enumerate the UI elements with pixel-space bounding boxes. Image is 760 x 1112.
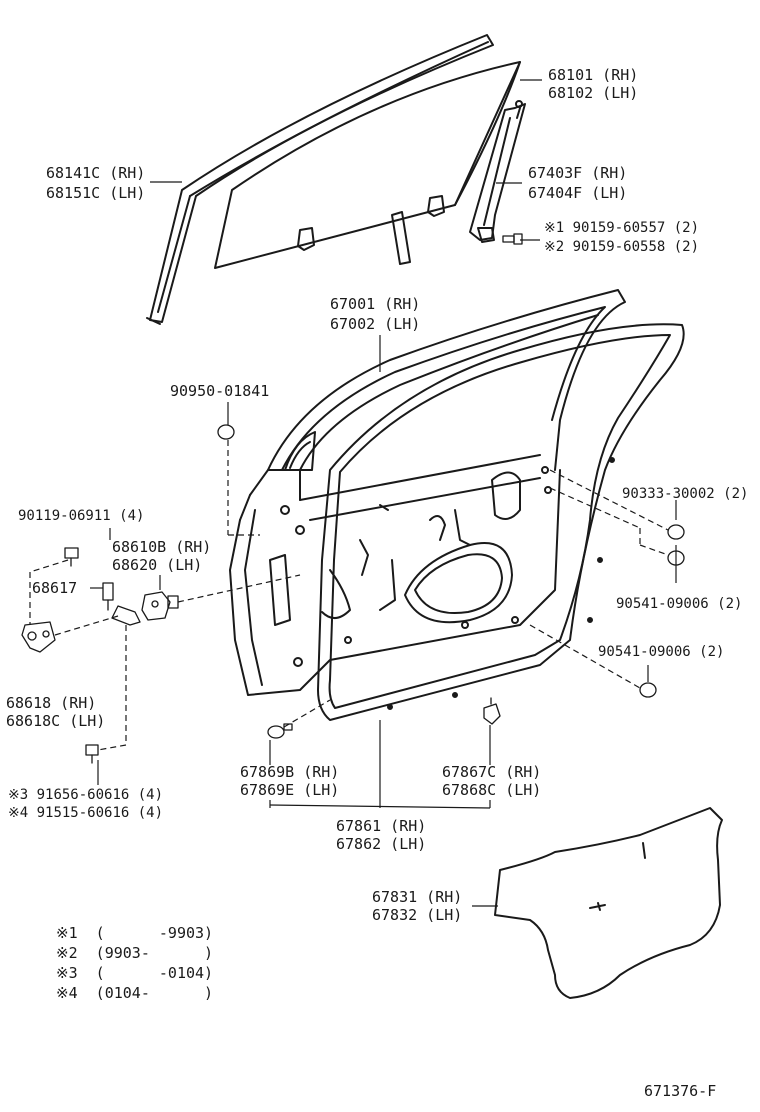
door-panel xyxy=(229,289,626,696)
label-plug-c: 90541-09006 (2) xyxy=(598,644,724,660)
label-door-rh: 67001 (RH) xyxy=(330,295,420,313)
note-2: ※2 (9903- ) xyxy=(56,944,213,962)
channel-bolt xyxy=(502,233,523,245)
label-film-lh: 67832 (LH) xyxy=(372,906,462,924)
note-1: ※1 ( -9903) xyxy=(56,924,213,942)
label-hinge-upper-rh: 68610B (RH) xyxy=(112,538,211,556)
label-plug-b: 90541-09006 (2) xyxy=(616,596,742,612)
label-clip-lh: 67869E (LH) xyxy=(240,781,339,799)
clip-67869 xyxy=(267,723,293,739)
label-bolt-1: ※1 90159-60557 (2) xyxy=(544,220,699,236)
hinge-bolt-bottom xyxy=(85,744,99,764)
door-weatherstrip xyxy=(317,323,685,721)
label-hinge-upper-lh: 68620 (LH) xyxy=(112,556,202,574)
hinge-bolt-top xyxy=(64,547,79,567)
applicability-notes: ※1 ( -9903) ※2 (9903- ) ※3 ( -0104) ※4 (… xyxy=(56,924,213,1002)
hinge-bolt-side xyxy=(167,595,179,609)
upper-hinge xyxy=(111,591,171,626)
plug-top xyxy=(217,424,235,440)
label-door-lh: 67002 (LH) xyxy=(330,315,420,333)
label-channel-rh: 67403F (RH) xyxy=(528,164,627,182)
leader-lines xyxy=(29,79,677,907)
label-film-rh: 67831 (RH) xyxy=(372,888,462,906)
label-glass-rh: 68101 (RH) xyxy=(548,66,638,84)
plug-90333 xyxy=(667,524,685,540)
label-plug-a: 90333-30002 (2) xyxy=(622,486,748,502)
label-bolt-4: ※4 91515-60616 (4) xyxy=(8,805,163,821)
label-hinge-bolt: 90119-06911 (4) xyxy=(18,508,144,524)
service-hole-cover xyxy=(494,807,723,999)
clip-67867 xyxy=(483,697,501,725)
label-weatherstrip-lh: 67862 (LH) xyxy=(336,835,426,853)
part-labels: 68101 (RH) 68102 (LH) 68141C (RH) 68151C… xyxy=(6,66,748,924)
label-clip2-lh: 67868C (LH) xyxy=(442,781,541,799)
note-4: ※4 (0104- ) xyxy=(56,984,213,1002)
label-clip2-rh: 67867C (RH) xyxy=(442,763,541,781)
check-pin xyxy=(102,582,114,611)
label-clip-rh: 67869B (RH) xyxy=(240,763,339,781)
label-run-rh: 68141C (RH) xyxy=(46,164,145,182)
plug-90541-b xyxy=(639,682,657,698)
label-glass-lh: 68102 (LH) xyxy=(548,84,638,102)
door-glass xyxy=(214,61,521,269)
label-plug-top: 90950-01841 xyxy=(170,382,269,400)
label-bolt-3: ※3 91656-60616 (4) xyxy=(8,787,163,803)
label-check-pin: 68617 xyxy=(32,579,77,597)
label-hinge-lower-rh: 68618 (RH) xyxy=(6,694,96,712)
label-weatherstrip-rh: 67861 (RH) xyxy=(336,817,426,835)
label-hinge-lower-lh: 68618C (LH) xyxy=(6,712,105,730)
label-run-lh: 68151C (LH) xyxy=(46,184,145,202)
label-bolt-2: ※2 90159-60558 (2) xyxy=(544,239,699,255)
label-channel-lh: 67404F (LH) xyxy=(528,184,627,202)
glass-run-channel xyxy=(146,34,494,325)
rear-lower-channel xyxy=(469,100,526,243)
note-3: ※3 ( -0104) xyxy=(56,964,213,982)
figure-id: 671376-F xyxy=(644,1082,716,1100)
lower-hinge xyxy=(21,621,56,653)
